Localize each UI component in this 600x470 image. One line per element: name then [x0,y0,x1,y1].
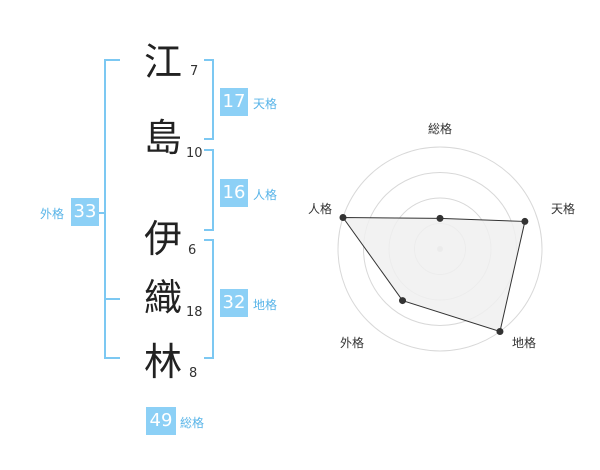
tenkaku-bracket-bottom [204,138,214,140]
radar-point-3 [496,328,504,336]
radar-axis-label-1: 総格 [428,121,452,136]
jinkaku-bracket-top [204,149,214,151]
tenkaku-bracket-vertical [212,59,214,140]
gaikaku-value: 33 [71,198,99,226]
stroke-count-4: 18 [186,305,203,320]
radar-axis-label-4: 外格 [340,335,364,350]
jinkaku-value: 16 [220,179,248,207]
stroke-count-5: 8 [189,366,198,381]
jinkaku-label: 人格 [253,188,278,202]
jinkaku-bracket-bottom [204,229,214,231]
radar-point-4 [399,297,407,305]
gaikaku-bracket-vertical [104,59,106,359]
radar-axis-label-2: 天格 [551,201,575,216]
chikaku-bracket-bottom [204,357,214,359]
radar-axis-label-5: 人格 [308,201,332,216]
radar-point-2 [521,217,529,225]
gaikaku-bracket-top [104,59,120,61]
radar-axis-label-3: 地格 [512,335,536,350]
tenkaku-label: 天格 [253,97,278,111]
gaikaku-bracket-bottom [104,357,120,359]
name-char-4: 織 [143,276,182,320]
soukaku-value: 49 [146,407,176,435]
chikaku-label: 地格 [253,298,278,312]
chikaku-bracket-vertical [212,239,214,359]
gaikaku-connector [98,212,105,214]
chikaku-value: 32 [220,289,248,317]
chikaku-bracket-top [204,239,214,241]
radar-point-5 [339,213,347,221]
stroke-count-3: 6 [188,243,197,258]
tenkaku-bracket-top [204,59,214,61]
radar-grid-ring-4 [337,146,543,352]
tenkaku-value: 17 [220,88,248,116]
name-char-5: 林 [143,340,182,384]
radar-data-polygon [342,216,526,333]
jinkaku-bracket-vertical [212,149,214,231]
name-char-1: 江 [143,40,182,84]
stroke-count-2: 10 [186,146,203,161]
radar-point-1 [436,214,444,222]
gaikaku-label: 外格 [40,207,65,221]
soukaku-label: 総格 [180,416,205,430]
stroke-count-1: 7 [190,64,199,79]
gaikaku-bracket-mid [104,298,120,300]
name-char-3: 伊 [143,217,182,261]
name-char-2: 島 [143,116,182,160]
